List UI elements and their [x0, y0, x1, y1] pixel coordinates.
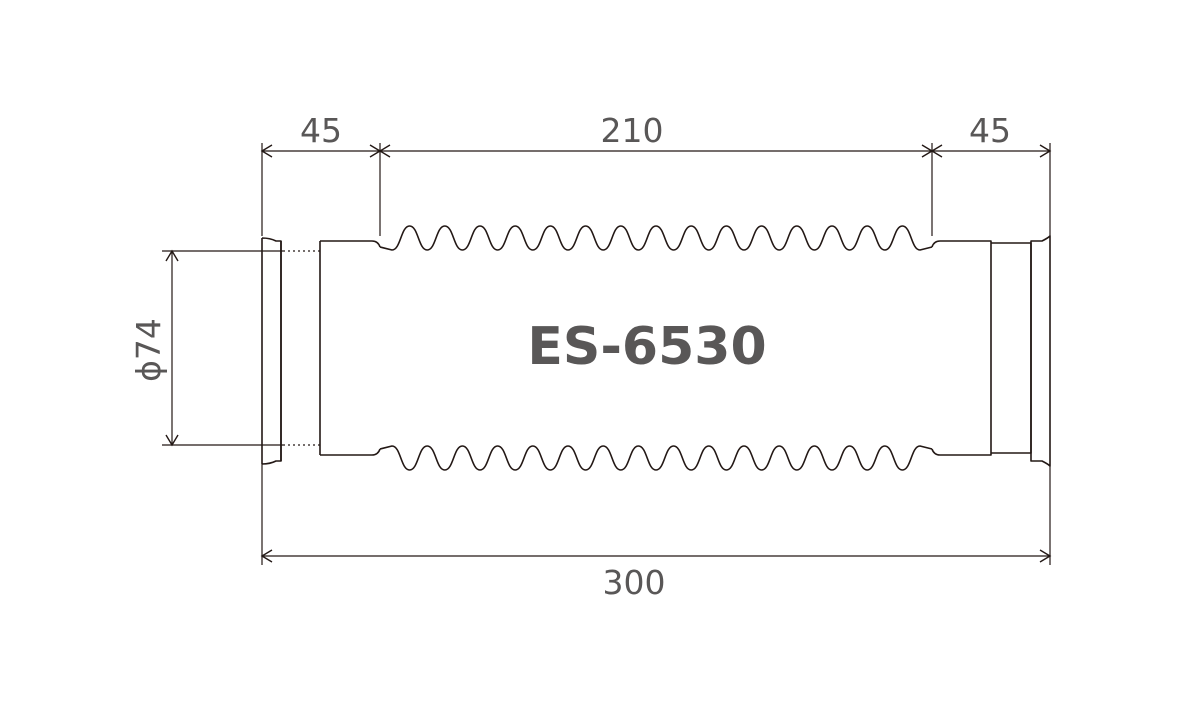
- arrow-diameter-bottom: [165, 434, 179, 447]
- dim-label-overall: 300: [603, 563, 666, 602]
- bellows-bottom-wave: [379, 445, 933, 471]
- dim-label-diameter: ϕ74: [129, 318, 168, 382]
- dimension-lines: [162, 143, 1052, 565]
- arrow-top-left: [260, 144, 273, 158]
- arrow-bottom-right: [1039, 549, 1052, 563]
- left-cuff: [319, 240, 381, 456]
- model-label: ES-6530: [527, 317, 766, 377]
- dim-label-right-cuff: 45: [969, 111, 1011, 150]
- right-cuff: [931, 240, 992, 456]
- dim-label-left-cuff: 45: [300, 111, 342, 150]
- right-socket: [991, 242, 1032, 454]
- hose-body: [261, 225, 1051, 471]
- dim-label-bellows: 210: [601, 111, 664, 150]
- arrow-bottom-left: [260, 549, 273, 563]
- arrow-diameter-top: [165, 249, 179, 262]
- left-flange: [261, 237, 282, 465]
- bellows-top-wave: [379, 225, 933, 251]
- arrow-top-mid-right-b: [930, 144, 943, 158]
- right-flange: [1030, 235, 1051, 467]
- arrow-top-mid-left-b: [378, 144, 391, 158]
- arrow-top-right: [1039, 144, 1052, 158]
